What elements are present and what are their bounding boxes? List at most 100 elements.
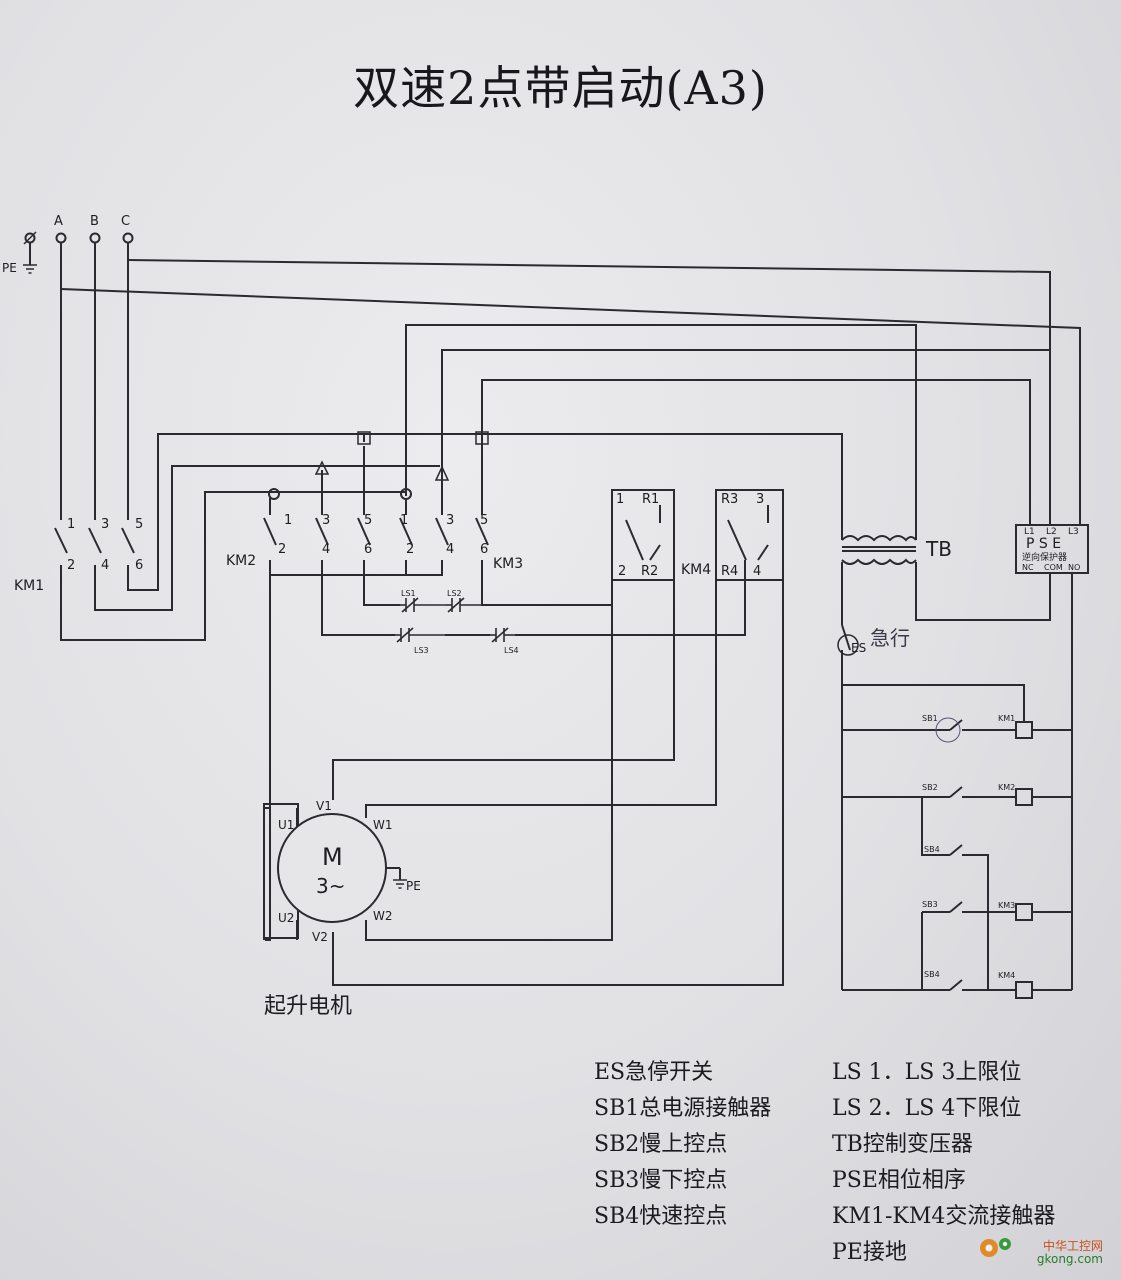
svg-text:3: 3 — [322, 513, 330, 528]
phase-label-a: A — [54, 214, 63, 229]
svg-text:6: 6 — [480, 542, 488, 557]
es-label: ES — [851, 641, 866, 655]
legend-sb2: SB2慢上控点 — [594, 1132, 728, 1157]
legend-sb1: SB1总电源接触器 — [594, 1096, 772, 1121]
svg-text:2: 2 — [618, 564, 626, 579]
hoist-motor: M 3~ U1 V1 W1 U2 V2 W2 PE — [263, 799, 421, 944]
svg-text:3: 3 — [756, 492, 764, 507]
terminal-a — [55, 232, 67, 244]
pe-label-supply: PE — [2, 261, 17, 275]
legend-tb: TB控制变压器 — [832, 1132, 973, 1157]
legend-sb4: SB4快速控点 — [594, 1204, 728, 1229]
es-switch: ES 急行 — [837, 624, 910, 656]
transformer-tb — [841, 535, 917, 565]
svg-text:6: 6 — [364, 542, 372, 557]
ls2-switch — [446, 597, 482, 613]
limit-switches — [395, 597, 515, 643]
watermark-line1: 中华工控网 — [1042, 1239, 1103, 1253]
svg-text:R4: R4 — [721, 564, 738, 579]
svg-text:2: 2 — [406, 542, 414, 557]
phase-label-b: B — [90, 214, 99, 229]
terminal-b — [89, 232, 101, 244]
svg-text:R2: R2 — [641, 564, 658, 579]
svg-text:6: 6 — [135, 558, 143, 573]
ls1-label: LS1 — [401, 589, 416, 598]
ls1-switch — [400, 597, 446, 613]
coil-km1-label: KM1 — [998, 714, 1015, 723]
svg-text:L3: L3 — [1068, 527, 1079, 537]
svg-text:3: 3 — [446, 513, 454, 528]
svg-text:L2: L2 — [1046, 527, 1057, 537]
ls3-label: LS3 — [414, 646, 429, 655]
svg-text:4: 4 — [322, 542, 330, 557]
motor-letter: M — [322, 843, 343, 871]
pse-block: L1 L2 L3 P S E 逆向保护器 NC COM NO — [1015, 524, 1089, 574]
svg-text:V2: V2 — [312, 930, 328, 944]
legend-pse: PSE相位相序 — [832, 1168, 966, 1193]
legend-ls24: LS 2．LS 4下限位 — [832, 1096, 1022, 1121]
sb4-label-lower: SB4 — [924, 970, 940, 979]
legend-ls13: LS 1．LS 3上限位 — [832, 1060, 1022, 1085]
ls4-switch — [490, 627, 515, 643]
gear-icon — [980, 1238, 1011, 1257]
km2-label: KM2 — [226, 553, 256, 569]
sb2-label: SB2 — [922, 783, 938, 792]
supply-terminals: A B C PE — [2, 214, 134, 275]
relay-right: R3 3 R4 4 — [715, 489, 784, 581]
svg-text:P S E: P S E — [1026, 536, 1061, 552]
diagram-title: 双速2点带启动(A3) — [353, 61, 768, 115]
svg-text:5: 5 — [364, 513, 372, 528]
svg-text:1: 1 — [284, 513, 292, 528]
svg-text:逆向保护器: 逆向保护器 — [1022, 551, 1067, 563]
svg-text:5: 5 — [480, 513, 488, 528]
svg-text:COM: COM — [1044, 563, 1063, 572]
km3-contacts: 1 3 5 2 4 6 KM3 — [399, 431, 523, 572]
site-watermark: 中华工控网 gkong.com — [1037, 1240, 1103, 1266]
sb3-label: SB3 — [922, 900, 938, 909]
sb1-label: SB1 — [922, 714, 938, 723]
svg-text:W2: W2 — [373, 909, 393, 923]
svg-text:V1: V1 — [316, 799, 332, 813]
km1-contacts: 1 3 5 2 4 6 KM1 — [14, 517, 143, 594]
watermark-line2: gkong.com — [1036, 1252, 1103, 1266]
legend-es: ES急停开关 — [594, 1060, 714, 1085]
sb4-label-upper: SB4 — [924, 845, 940, 854]
terminal-pe — [24, 232, 36, 244]
svg-text:1: 1 — [400, 513, 408, 528]
transformer-label: TB — [925, 537, 952, 561]
coil-km2-label: KM2 — [998, 783, 1015, 792]
svg-text:W1: W1 — [373, 818, 393, 832]
svg-text:NO: NO — [1068, 563, 1080, 572]
svg-text:2: 2 — [278, 542, 286, 557]
svg-text:4: 4 — [753, 564, 761, 579]
terminal-c — [122, 232, 134, 244]
sb-buttons — [949, 719, 963, 991]
power-wiring — [60, 243, 1081, 986]
svg-text:2: 2 — [67, 558, 75, 573]
relay-left: 1 R1 2 R2 — [611, 489, 675, 581]
motor-phase: 3~ — [316, 874, 345, 898]
svg-text:R1: R1 — [642, 492, 659, 507]
ls4-label: LS4 — [504, 646, 519, 655]
motor-caption: 起升电机 — [264, 994, 352, 1019]
km4-label: KM4 — [681, 562, 711, 578]
svg-text:L1: L1 — [1024, 527, 1035, 537]
km2-contacts: 1 3 5 2 4 6 KM2 — [226, 431, 372, 569]
ls2-label: LS2 — [447, 589, 462, 598]
svg-text:4: 4 — [446, 542, 454, 557]
svg-text:3: 3 — [101, 517, 109, 532]
svg-text:4: 4 — [101, 558, 109, 573]
svg-text:NC: NC — [1022, 563, 1034, 572]
svg-text:5: 5 — [135, 517, 143, 532]
coil-km4-label: KM4 — [998, 971, 1015, 980]
legend-sb3: SB3慢下控点 — [594, 1168, 728, 1193]
coil-km3-label: KM3 — [998, 901, 1015, 910]
svg-text:U1: U1 — [278, 818, 294, 832]
control-coils — [1015, 721, 1033, 999]
ground-symbol-supply — [23, 264, 37, 274]
legend-km: KM1-KM4交流接触器 — [832, 1204, 1056, 1229]
svg-text:U2: U2 — [278, 911, 294, 925]
phase-label-c: C — [121, 214, 130, 229]
svg-text:1: 1 — [67, 517, 75, 532]
